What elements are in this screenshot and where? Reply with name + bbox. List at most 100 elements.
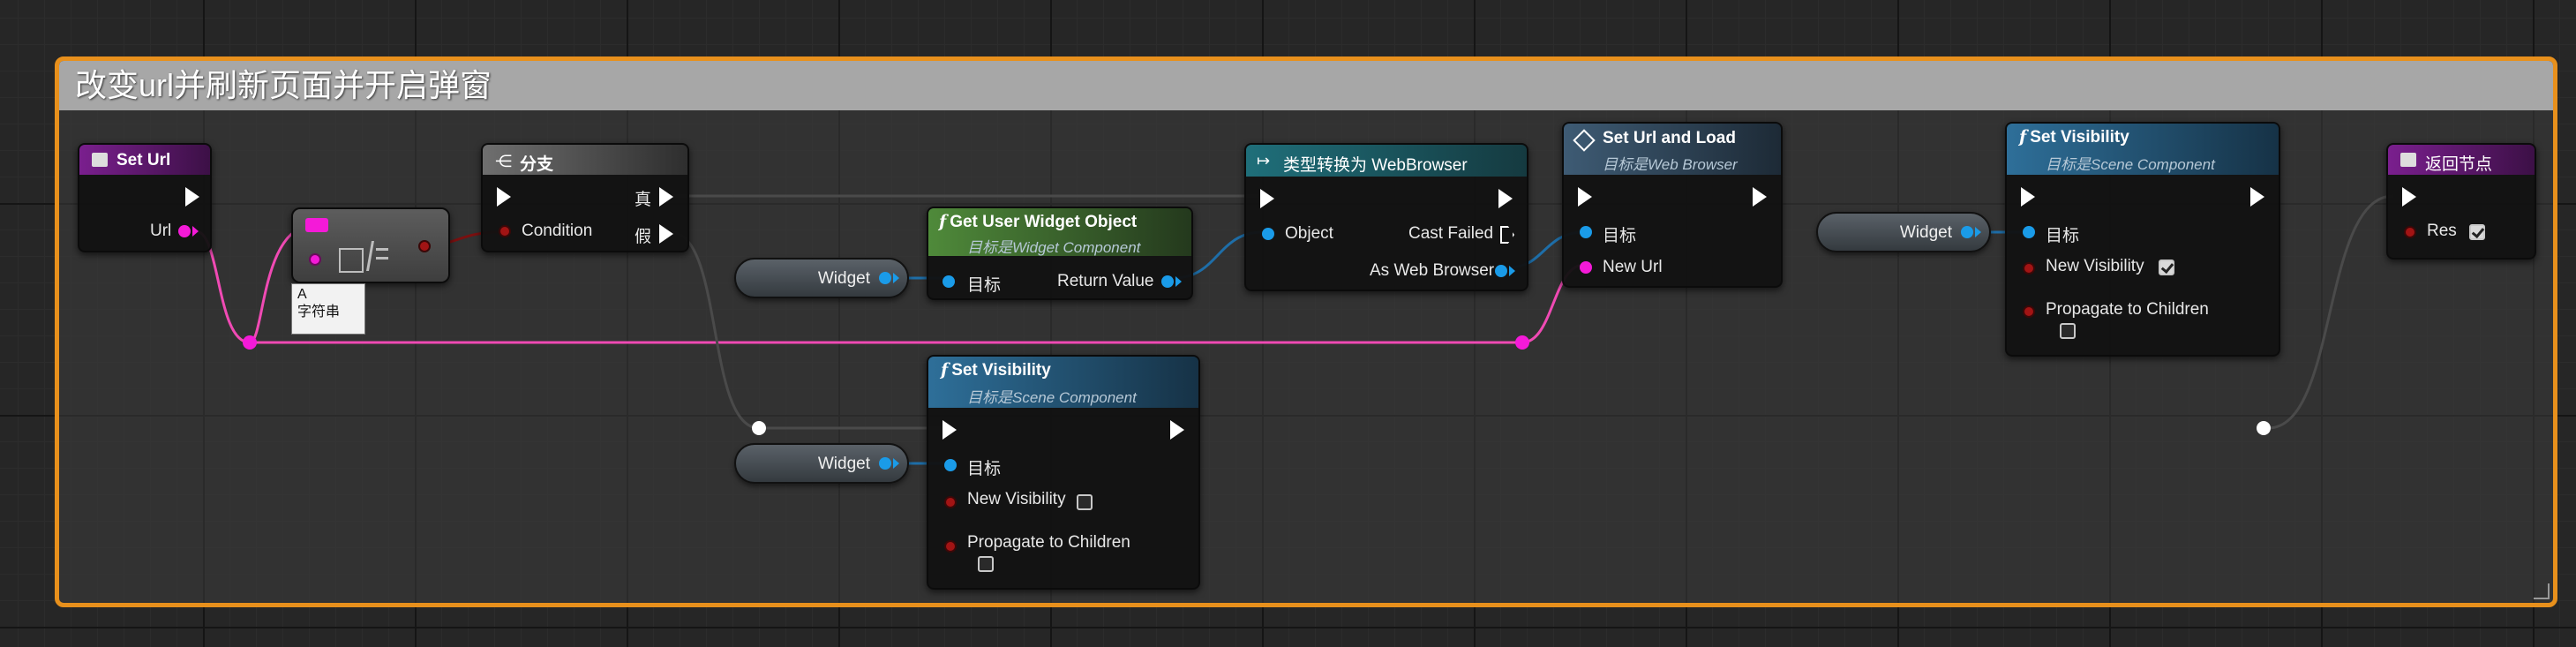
new-url-pin[interactable]	[1580, 261, 1592, 274]
set-visibility-top-target-pin[interactable]	[2023, 226, 2035, 238]
return-node[interactable]: 返回节点 Res	[2386, 143, 2536, 260]
object-in-pin[interactable]	[1262, 228, 1274, 240]
res-checkbox[interactable]	[2469, 224, 2485, 240]
set-visibility-top-target-label: 目标	[2046, 227, 2080, 245]
set-url-load-target-label: 目标	[1603, 227, 1637, 245]
exec-reroute-right[interactable]	[2257, 421, 2271, 435]
target-pin[interactable]	[943, 275, 955, 288]
as-webbrowser-label: As Web Browser	[1370, 261, 1495, 280]
widget-out-pin[interactable]	[879, 272, 891, 284]
set-url-load-exec-out[interactable]	[1753, 187, 1767, 207]
return-value-pin[interactable]	[1161, 275, 1174, 288]
set-visibility-bottom-target-pin[interactable]	[944, 459, 957, 471]
wire-exec-return	[2267, 194, 2394, 430]
function-icon: f	[939, 212, 947, 231]
branch-node[interactable]: ⋲ 分支 真 Condition 假	[481, 143, 689, 252]
set-visibility-top-exec-out[interactable]	[2250, 187, 2264, 207]
as-webbrowser-arrow	[1509, 266, 1515, 276]
set-url-title: Set Url	[116, 151, 171, 169]
function-entry-icon	[92, 153, 108, 167]
set-url-load-target-pin[interactable]	[1580, 226, 1592, 238]
branch-header	[483, 145, 687, 175]
tooltip-pin-type: 字符串	[297, 305, 341, 320]
widget-variable-node[interactable]: Widget	[1816, 212, 1991, 252]
set-url-load-exec-in[interactable]	[1578, 187, 1592, 207]
new-visibility-pin[interactable]	[944, 496, 957, 508]
set-visibility-bottom-exec-in[interactable]	[943, 420, 957, 440]
not-equal-out-pin[interactable]	[418, 240, 431, 252]
exec-out-pin[interactable]	[185, 187, 199, 207]
branch-exec-true[interactable]	[659, 187, 673, 207]
exec-reroute-left[interactable]	[752, 421, 766, 435]
return-node-title: 返回节点	[2425, 155, 2493, 174]
url-out-pin[interactable]	[178, 225, 191, 237]
cast-failed-exec-pin[interactable]	[1500, 226, 1514, 244]
set-visibility-bottom-exec-out[interactable]	[1170, 420, 1184, 440]
set-url-load-header	[1564, 124, 1781, 175]
string-b-pin[interactable]	[309, 253, 321, 266]
new-visibility-checkbox[interactable]	[1077, 494, 1093, 510]
branch-exec-false[interactable]	[659, 224, 673, 244]
new-visibility-label: New Visibility	[2046, 257, 2144, 275]
comment-title[interactable]: 改变url并刷新页面并开启弹窗	[59, 61, 2553, 110]
branch-exec-in[interactable]	[497, 187, 511, 207]
new-visibility-label: New Visibility	[967, 490, 1066, 508]
condition-label: Condition	[522, 222, 593, 240]
new-visibility-checkbox[interactable]	[2159, 260, 2174, 275]
propagate-pin[interactable]	[944, 540, 957, 553]
comment-resize-handle[interactable]	[2534, 583, 2550, 599]
target-label: 目标	[967, 276, 1002, 295]
return-value-label: Return Value	[1057, 272, 1154, 290]
new-visibility-pin[interactable]	[2023, 262, 2035, 275]
return-icon	[2400, 153, 2416, 167]
condition-pin[interactable]	[499, 225, 511, 237]
cast-exec-out[interactable]	[1498, 189, 1513, 208]
widget-variable-node[interactable]: Widget	[734, 443, 909, 484]
reroute-url-right	[1515, 335, 1529, 350]
branch-true-label: 真	[635, 191, 652, 209]
set-visibility-top-exec-in[interactable]	[2021, 187, 2035, 207]
propagate-checkbox[interactable]	[978, 556, 994, 572]
as-webbrowser-pin[interactable]	[1495, 265, 1507, 277]
object-label: Object	[1285, 224, 1333, 243]
widget-variable-label: Widget	[817, 455, 870, 473]
not-equal-node[interactable]	[291, 207, 450, 283]
res-pin[interactable]	[2404, 226, 2416, 238]
set-url-and-load-node[interactable]: Set Url and Load 目标是Web Browser 目标 New U…	[1562, 122, 1783, 288]
set-url-node[interactable]: Set Url Url	[78, 143, 212, 252]
set-url-pin-label: Url	[150, 222, 172, 240]
widget-variable-label: Widget	[817, 269, 870, 288]
new-url-label: New Url	[1603, 258, 1663, 276]
widget-out-pin[interactable]	[1961, 226, 1973, 238]
widget-variable-label: Widget	[1899, 223, 1952, 242]
string-a-pin-box[interactable]	[305, 218, 328, 232]
widget-variable-node[interactable]: Widget	[734, 258, 909, 298]
return-value-arrow	[1175, 276, 1182, 287]
set-visibility-bottom-title-text: Set Visibility	[951, 361, 1051, 380]
not-equal-icon	[339, 236, 388, 275]
function-icon: f	[941, 360, 949, 380]
url-out-arrow	[192, 226, 199, 237]
cast-failed-label: Cast Failed	[1408, 224, 1494, 243]
widget-out-arrow	[893, 273, 899, 283]
res-label: Res	[2427, 222, 2457, 240]
propagate-pin[interactable]	[2023, 305, 2035, 318]
return-exec-in[interactable]	[2402, 187, 2416, 207]
set-visibility-top-subtitle: 目标是Scene Component	[2046, 156, 2215, 173]
set-visibility-bottom-header	[928, 357, 1198, 408]
branch-icon: ⋲	[495, 153, 512, 171]
propagate-label: Propagate to Children	[2046, 300, 2209, 319]
cast-exec-in[interactable]	[1260, 189, 1274, 208]
get-user-widget-title-text: Get User Widget Object	[950, 213, 1138, 231]
widget-out-pin[interactable]	[879, 457, 891, 470]
cast-webbrowser-node[interactable]: ↦ 类型转换为 WebBrowser Object Cast Failed As…	[1244, 143, 1528, 291]
propagate-checkbox[interactable]	[2060, 323, 2076, 339]
cast-title: 类型转换为 WebBrowser	[1283, 156, 1468, 175]
widget-out-arrow	[1975, 227, 1981, 237]
